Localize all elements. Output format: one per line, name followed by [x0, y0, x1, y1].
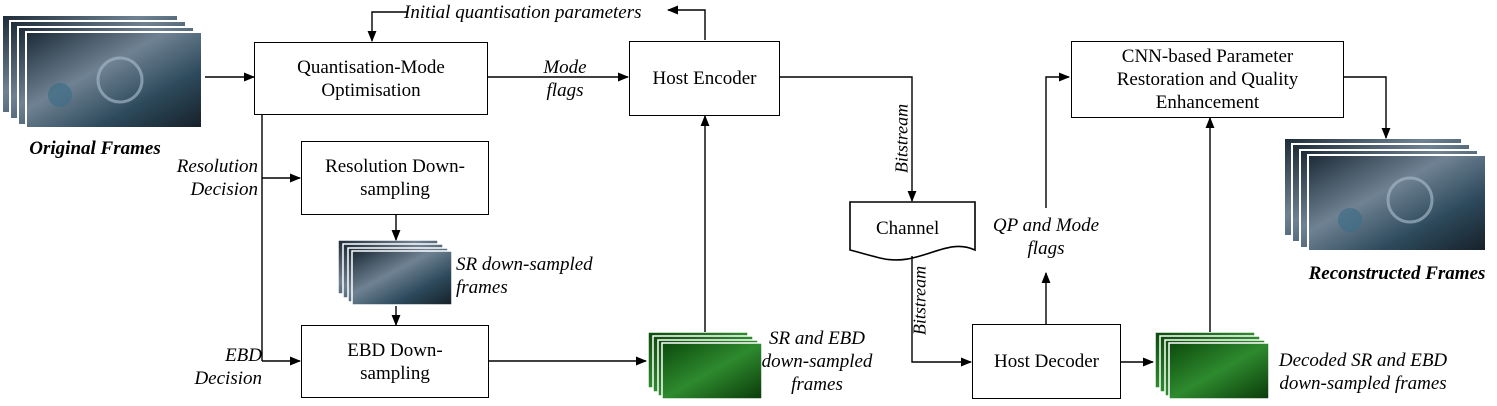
original-frames-label: Original Frames [29, 138, 161, 159]
decoded-frames-label: Decoded SR and EBD down-sampled frames [1278, 350, 1448, 394]
sr-ebd-frames-stack [647, 331, 763, 400]
host-decoder-box: Host Decoder [972, 324, 1121, 399]
ebd-decision-label: EBD Decision [194, 345, 262, 389]
host-decoder-label: Host Decoder [994, 351, 1099, 372]
original-frames-stack [1, 14, 203, 129]
initial-qp-label: Initial quantisation parameters [404, 2, 642, 23]
bitstream-bottom-label: Bitstream [909, 265, 930, 336]
sr-frames-label: SR down-sampled frames [456, 254, 593, 298]
host-encoder-label: Host Encoder [652, 68, 757, 89]
host-encoder-box: Host Encoder [629, 41, 780, 116]
cnn-restoration-box: CNN-based Parameter Restoration and Qual… [1071, 41, 1344, 118]
res-down-label: Resolution Down-sampling [325, 156, 465, 200]
resolution-decision-label: Resolution Decision [176, 156, 258, 200]
qp-mode-flags-label: QP and Mode flags [992, 215, 1100, 259]
cnn-label: CNN-based Parameter Restoration and Qual… [1116, 46, 1299, 113]
resolution-downsampling-box: Resolution Down-sampling [301, 141, 489, 215]
ebd-down-label: EBD Down-sampling [347, 339, 443, 384]
reconstructed-frames-stack [1283, 137, 1487, 252]
sr-ebd-frames-label: SR and EBD down-sampled frames [761, 328, 873, 395]
bitstream-top-label: Bitstream [891, 103, 912, 174]
sr-frames-stack [337, 239, 453, 306]
quantisation-mode-optimisation-box: Quantisation-Mode Optimisation [254, 42, 488, 115]
reconstructed-frames-label: Reconstructed Frames [1308, 263, 1486, 284]
mode-flags-label: Mode flags [543, 57, 587, 101]
qmo-label: Quantisation-Mode Optimisation [297, 56, 445, 101]
channel-label: Channel [876, 218, 940, 239]
ebd-downsampling-box: EBD Down-sampling [301, 325, 489, 398]
connectors [205, 5, 1391, 367]
decoded-frames-stack [1154, 331, 1270, 400]
channel-shape [849, 201, 976, 261]
